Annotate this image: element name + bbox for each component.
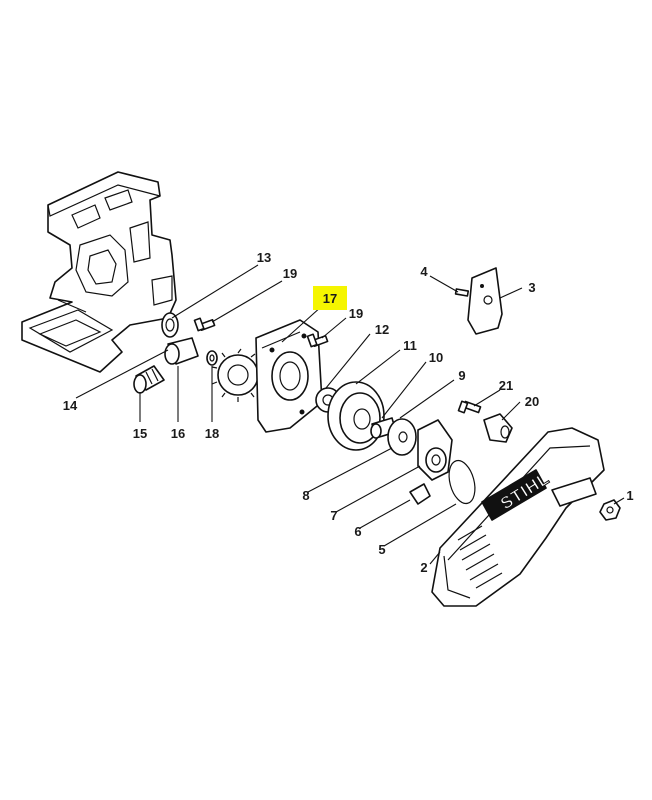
label-17: 17 xyxy=(323,291,337,306)
label-10: 10 xyxy=(429,350,443,365)
label-14: 14 xyxy=(63,398,78,413)
part-labels: 13 19 17 19 12 11 10 9 4 3 21 20 14 15 1… xyxy=(63,250,634,575)
label-18: 18 xyxy=(205,426,219,441)
part-13-nut xyxy=(161,312,179,338)
part-19-screw-left xyxy=(193,317,216,332)
highlight-box-17 xyxy=(313,286,347,310)
part-3-plate xyxy=(467,267,503,335)
label-3: 3 xyxy=(528,280,535,295)
part-11-clutch-drum xyxy=(327,381,385,451)
label-19-right: 19 xyxy=(349,306,363,321)
label-7: 7 xyxy=(330,508,337,523)
label-19-left: 19 xyxy=(283,266,297,281)
label-13: 13 xyxy=(257,250,271,265)
part-20-adjuster xyxy=(483,413,513,443)
part-17-pump-assembly xyxy=(211,319,323,433)
part-9-washer xyxy=(387,418,417,456)
label-15: 15 xyxy=(133,426,147,441)
label-20: 20 xyxy=(525,394,539,409)
leader-lines xyxy=(75,264,625,565)
label-16: 16 xyxy=(171,426,185,441)
part-7-8-catcher xyxy=(417,419,453,481)
label-11: 11 xyxy=(403,338,417,353)
part-1-nut xyxy=(599,499,621,521)
label-8: 8 xyxy=(302,488,309,503)
part-2-sprocket-cover: STIHL xyxy=(431,427,605,607)
part-18-washer xyxy=(206,350,218,366)
part-15-worm xyxy=(133,365,165,394)
label-2: 2 xyxy=(420,560,427,575)
part-16-bushing xyxy=(164,337,199,365)
label-6: 6 xyxy=(354,524,361,539)
label-4: 4 xyxy=(420,264,428,279)
part-4-screw xyxy=(454,288,470,297)
part-6-chain-catcher xyxy=(409,483,431,505)
label-9: 9 xyxy=(458,368,465,383)
label-1: 1 xyxy=(626,488,633,503)
part-19-screw-right xyxy=(306,333,329,348)
part-21-screw xyxy=(457,400,482,414)
label-5: 5 xyxy=(378,542,385,557)
part-5-seal xyxy=(448,459,476,505)
label-12: 12 xyxy=(375,322,389,337)
label-21: 21 xyxy=(499,378,513,393)
crankcase-housing xyxy=(21,171,177,373)
